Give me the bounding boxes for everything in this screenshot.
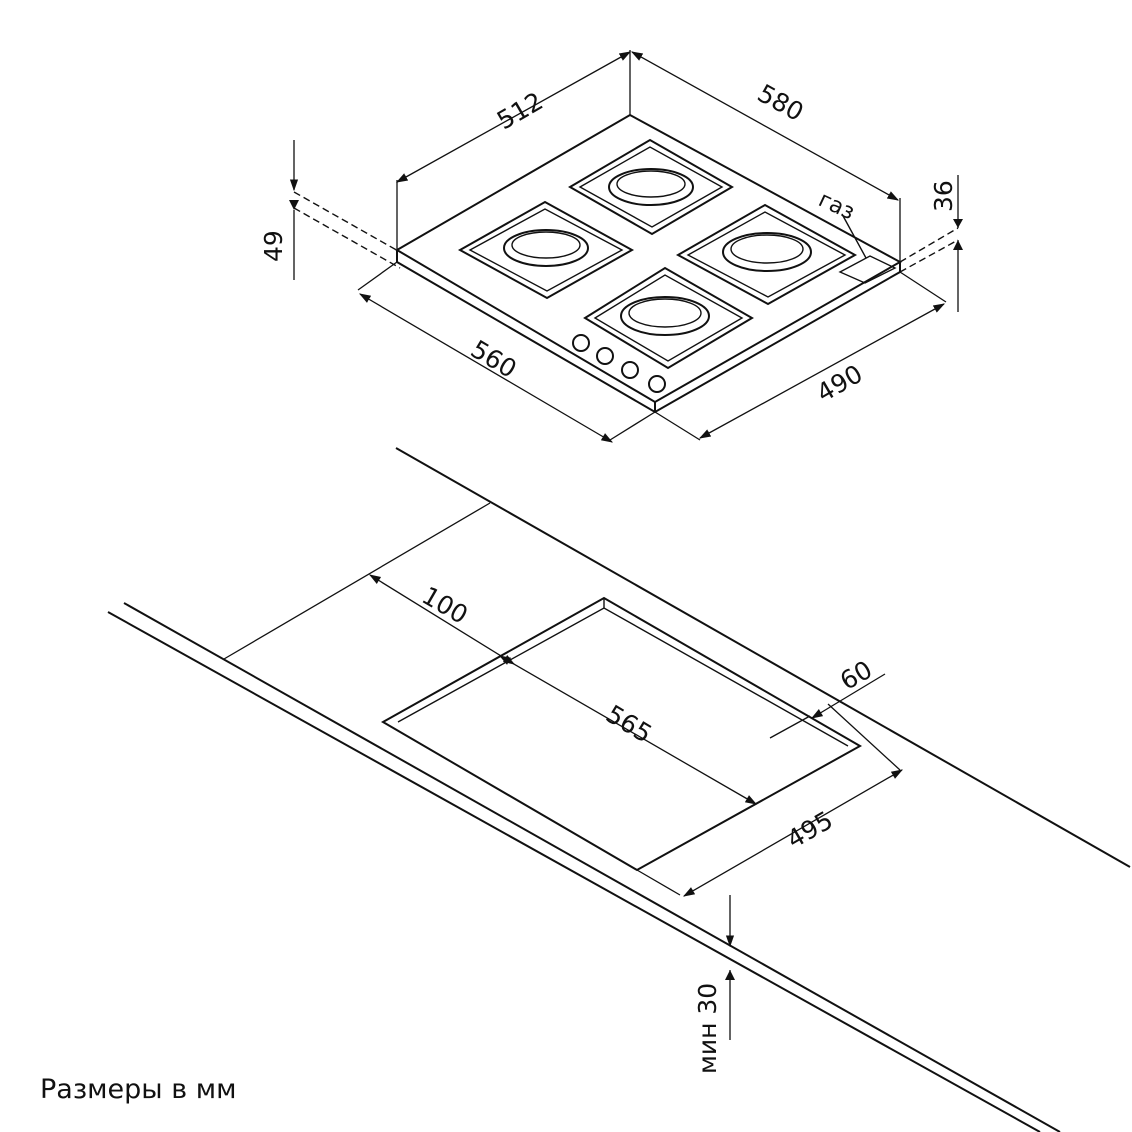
- cutout: [380, 596, 863, 872]
- dim-580: 580: [753, 78, 809, 126]
- dim-min-30: мин 30: [693, 983, 722, 1074]
- countertop-drawing: 100 565 60 495 мин 30: [107, 447, 1131, 1132]
- dim-49: 49: [259, 230, 288, 262]
- burner-front: [583, 266, 754, 370]
- burner-back: [568, 138, 734, 236]
- burner-right: [675, 203, 858, 306]
- dim-36: 36: [929, 180, 958, 212]
- dim-100: 100: [417, 581, 473, 630]
- gas-connector: газ: [814, 187, 897, 284]
- control-knobs: [572, 334, 666, 393]
- dim-490: 490: [812, 359, 868, 408]
- dim-560: 560: [466, 334, 522, 383]
- dim-60: 60: [835, 655, 877, 696]
- burner-left: [457, 200, 635, 300]
- hob-drawing: газ 512 580 49 36 560 490: [259, 50, 963, 443]
- dim-512: 512: [492, 86, 548, 135]
- units-caption: Размеры в мм: [40, 1074, 237, 1105]
